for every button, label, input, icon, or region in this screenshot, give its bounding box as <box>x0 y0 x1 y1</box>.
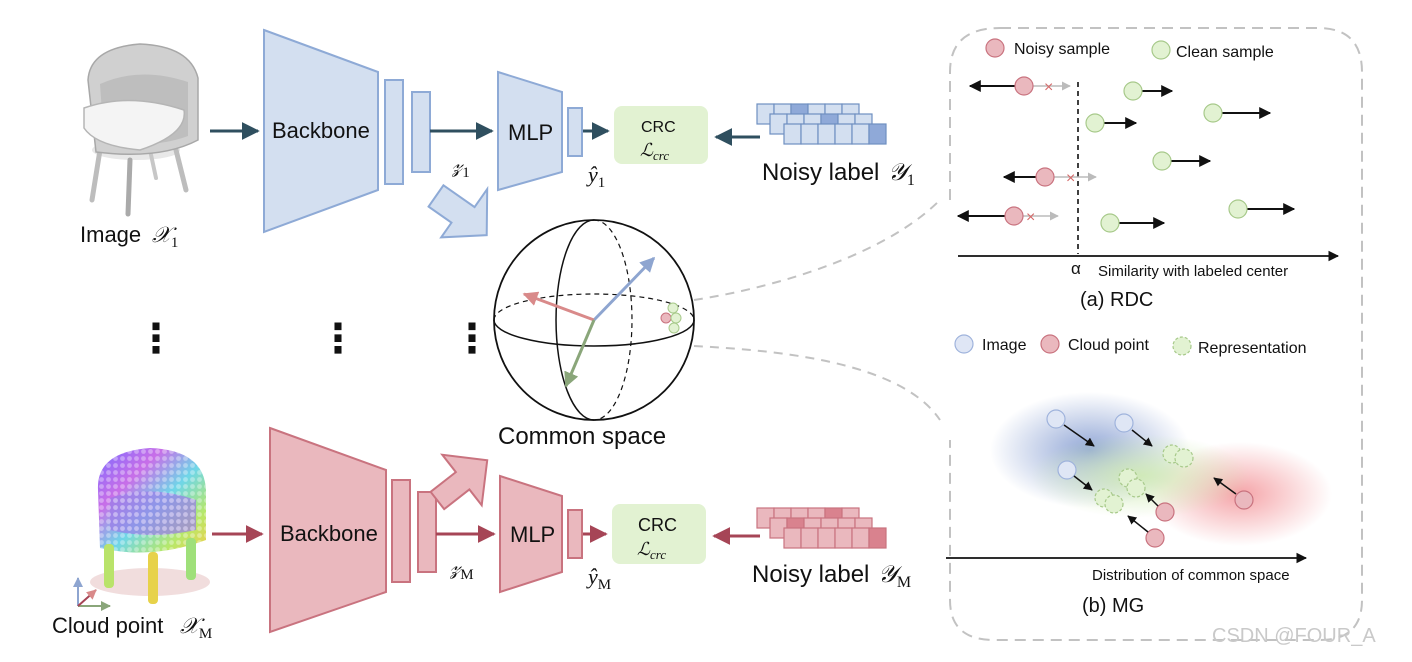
mg-distribution-plot <box>990 392 1332 548</box>
legend-clean-dot <box>1151 40 1171 60</box>
image-noisy-label-text: Noisy label <box>762 159 879 186</box>
image-mlp-block <box>497 70 563 192</box>
cloud-input-symbol: 𝒳M <box>180 613 212 642</box>
legend-noisy-dot <box>985 38 1005 58</box>
callout-line-rdc <box>693 199 941 301</box>
cloud-mlp-block <box>499 474 563 594</box>
cloud-backbone-label: Backbone <box>280 521 378 546</box>
cloud-feature-symbol: 𝓏M <box>449 554 474 583</box>
cloud-noisy-label-text: Noisy label <box>752 561 869 588</box>
svg-text:×: × <box>1026 209 1035 226</box>
image-backbone-block <box>263 28 379 234</box>
legend-image: Image <box>982 337 1027 354</box>
legend-representation-dot <box>1172 336 1192 356</box>
rdc-axis-label: Similarity with labeled center <box>1098 263 1288 280</box>
svg-text:×: × <box>1066 170 1075 187</box>
svg-text:×: × <box>1044 79 1053 96</box>
legend-representation: Representation <box>1198 340 1307 357</box>
cloud-mlp-label: MLP <box>510 522 555 547</box>
cloud-output-layer <box>567 509 583 559</box>
image-input-label: Image <box>80 222 141 247</box>
mg-axis-label: Distribution of common space <box>1092 567 1290 584</box>
watermark: CSDN @FOUR_A <box>1212 625 1376 647</box>
rdc-caption: (a) RDC <box>1080 289 1153 311</box>
image-crc-title: CRC <box>641 119 676 136</box>
cloud-to-common-space-arrow <box>429 453 489 511</box>
cloud-noisy-label-symbol: 𝒴M <box>878 562 911 591</box>
image-feature-layer-1 <box>384 79 404 185</box>
rdc-threshold-alpha: α <box>1071 259 1081 278</box>
cloud-noisy-label-vectors <box>756 507 887 549</box>
cloud-crc-title: CRC <box>638 515 677 535</box>
common-space-label: Common space <box>498 423 666 450</box>
image-to-common-space-arrow <box>427 183 489 239</box>
legend-clean-sample: Clean sample <box>1176 44 1274 61</box>
image-mlp-label: MLP <box>508 120 553 145</box>
common-space-sphere <box>493 219 695 421</box>
cloud-crc-loss-box <box>612 504 706 564</box>
chair-image-icon <box>83 43 199 217</box>
point-cloud-chair-icon <box>73 448 210 611</box>
legend-image-dot <box>954 334 974 354</box>
rdc-sample-plot: × × × <box>956 76 1296 254</box>
image-pred-symbol: ŷ1 <box>586 162 605 191</box>
ellipsis-input: ⋮ <box>136 317 176 361</box>
image-feature-layer-2 <box>411 91 431 173</box>
ellipsis-mlp: ⋮ <box>452 317 492 361</box>
image-crc-loss-symbol: ℒcrc <box>640 140 669 163</box>
cloud-pred-symbol: ŷM <box>586 564 611 593</box>
detail-panel-border <box>949 27 1363 641</box>
image-feature-symbol: 𝓏1 <box>451 152 470 181</box>
cloud-feature-layer-1 <box>391 479 411 583</box>
image-backbone-label: Backbone <box>272 118 370 143</box>
image-noisy-label-symbol: 𝒴1 <box>888 160 915 189</box>
cloud-input-label: Cloud point <box>52 613 163 638</box>
legend-noisy-sample: Noisy sample <box>1014 41 1110 58</box>
image-input-symbol: 𝒳1 <box>152 222 178 251</box>
cloud-backbone-block <box>269 426 387 634</box>
legend-cloud-dot <box>1040 334 1060 354</box>
ellipsis-backbone: ⋮ <box>318 317 358 361</box>
cloud-feature-layer-2 <box>417 491 437 573</box>
mg-caption: (b) MG <box>1082 595 1144 617</box>
image-noisy-label-vectors <box>756 103 887 145</box>
callout-line-mg <box>693 345 941 421</box>
cloud-crc-loss-symbol: ℒcrc <box>637 539 666 562</box>
image-output-layer <box>567 107 583 157</box>
legend-cloud-point: Cloud point <box>1068 337 1150 354</box>
image-crc-loss-box <box>614 106 708 164</box>
